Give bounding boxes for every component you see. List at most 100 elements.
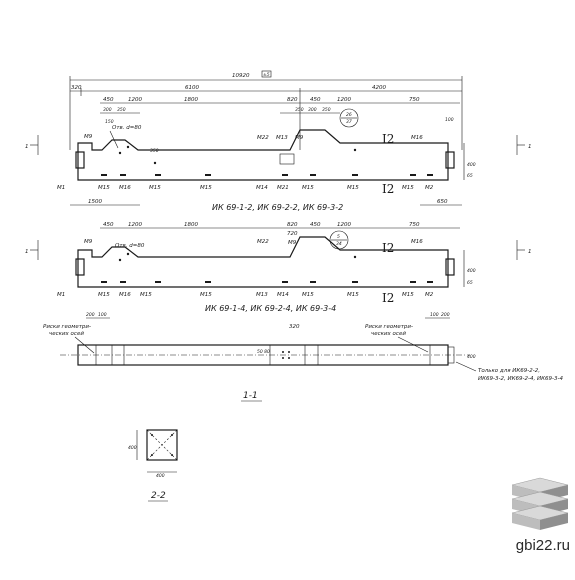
b2-mark-bot-5: M13 [256, 292, 268, 298]
plan-note-right-1: ческих осей [371, 331, 406, 337]
plan-view: 200 100 100 200 320 50 80 Риски геометри… [43, 312, 563, 402]
b1-height-lower: 65 [467, 173, 473, 179]
section-mark-right-2: 1 [528, 249, 532, 255]
plan-dim-left-0: 200 [86, 312, 95, 318]
section-2-2: 400 400 2-2 [128, 429, 178, 502]
b2-mark-bot-3: M15 [140, 292, 152, 298]
b2-dim-2: 1800 [184, 222, 198, 228]
b1-mark-bot-6: M21 [277, 185, 289, 191]
b1-mark-bot-9: M15 [402, 185, 414, 191]
b1-small-5: 100 [445, 117, 454, 123]
overall-total-tag: ±5 [263, 72, 270, 78]
b1-mark-top-1: M22 [257, 135, 269, 141]
b1-callout-top: 26 [346, 112, 352, 118]
b1-mark-bot-0: M1 [57, 185, 65, 191]
b1-dim-0: 450 [103, 97, 114, 103]
b1-small-0: 300 [103, 107, 112, 113]
overall-span-right: 4200 [372, 85, 386, 91]
site-logo-icon [511, 477, 569, 530]
b2-callout-top: 5 [337, 234, 340, 240]
b2-mark-bot-6: M14 [277, 292, 289, 298]
b1-dim-3: 820 [287, 97, 298, 103]
b2-dim-5: 450 [310, 222, 321, 228]
s22-height: 400 [128, 445, 137, 451]
b2-dim-1: 1200 [128, 222, 142, 228]
b1-mark-bot-4: M15 [200, 185, 212, 191]
b1-mark-bot-7: M15 [302, 185, 314, 191]
b1-dim-4: 450 [310, 97, 321, 103]
section-2-2-label: 2-2 [151, 491, 166, 501]
b1-mark-bot-3: M15 [149, 185, 161, 191]
b1-thickness: 150 [105, 119, 114, 125]
b1-small-1: 350 [117, 107, 126, 113]
b2-mark-bot-8: M15 [347, 292, 359, 298]
b1-mark-bot-5: M14 [256, 185, 268, 191]
plan-center-small: 50 80 [257, 349, 270, 355]
plan-dim-right-0: 100 [430, 312, 439, 318]
b1-i2-bottom: I2 [382, 182, 394, 196]
plan-center-dim: 320 [289, 324, 300, 330]
b2-mark-bot-2: M16 [119, 292, 131, 298]
b1-dim-1: 1200 [128, 97, 142, 103]
plan-height: 400 [467, 354, 476, 360]
plan-dim-right-1: 200 [441, 312, 450, 318]
plan-dim-left-1: 100 [98, 312, 107, 318]
b2-callout-bottom: 34 [336, 241, 342, 247]
plan-note-left-0: Риски геометри- [43, 324, 91, 330]
b2-mark-bot-7: M15 [302, 292, 314, 298]
b1-callout-bottom: 37 [346, 119, 352, 125]
b1-small-4: 350 [322, 107, 331, 113]
b1-mark-top-3: M9 [295, 135, 304, 141]
b1-dim-350: 350 [150, 148, 159, 154]
beam-1-elevation: 450 1200 1800 820 450 1200 750 300 350 3… [57, 97, 476, 212]
b2-dim-7: 750 [409, 222, 420, 228]
b2-mark-bot-4: M15 [200, 292, 212, 298]
b2-dim-4: 720 [287, 231, 298, 237]
b1-small-2: 350 [295, 107, 304, 113]
b1-i2-top: I2 [382, 132, 394, 146]
b1-bottom-left: 1500 [88, 199, 102, 205]
overall-left-offset: 320 [71, 85, 82, 91]
s22-width: 400 [156, 473, 165, 479]
b1-mark-bot-8: M15 [347, 185, 359, 191]
b2-opening-note: Отв. d=80 [115, 243, 145, 249]
b1-dim-2: 1800 [184, 97, 198, 103]
overall-total: 10920 [232, 73, 250, 79]
b2-mark-top-1: M22 [257, 239, 269, 245]
plan-only-note-0: Только для ИК69-2-2, [478, 368, 540, 374]
b1-caption: ИК 69-1-2, ИК 69-2-2, ИК 69-3-2 [212, 203, 343, 212]
b2-mark-bot-9: M15 [402, 292, 414, 298]
b1-mark-top-4: M16 [411, 135, 423, 141]
b2-mark-bot-1: M15 [98, 292, 110, 298]
beam-2-elevation: 450 1200 1800 820 720 450 1200 750 Отв. … [57, 222, 476, 313]
b2-i2-bottom: I2 [382, 291, 394, 305]
b2-height-right: 400 [467, 268, 476, 274]
plan-note-right-0: Риски геометри- [365, 324, 413, 330]
b2-dim-0: 450 [103, 222, 114, 228]
b2-mark-top-3: M16 [411, 239, 423, 245]
b1-bottom-right: 650 [437, 199, 448, 205]
section-mark-left-2: 1 [25, 249, 29, 255]
b2-caption: ИК 69-1-4, ИК 69-2-4, ИК 69-3-4 [205, 304, 336, 313]
b1-dim-6: 750 [409, 97, 420, 103]
b2-mark-bot-0: M1 [57, 292, 65, 298]
b2-mark-top-2: M9 [288, 240, 297, 246]
b1-height-right: 400 [467, 162, 476, 168]
plan-only-note-1: ИК69-3-2, ИК69-2-4, ИК69-3-4 [478, 376, 563, 382]
overall-span-main: 6100 [185, 85, 199, 91]
b2-height-lower: 65 [467, 280, 473, 286]
section-1-1-label: 1-1 [243, 391, 258, 401]
section-mark-left-1: 1 [25, 144, 29, 150]
b2-dim-6: 1200 [337, 222, 351, 228]
b1-opening-note: Отв. d=80 [112, 125, 142, 131]
b2-mark-bot-10: M2 [425, 292, 434, 298]
b2-mark-top-0: M9 [84, 239, 93, 245]
b1-mark-top-0: M9 [84, 134, 93, 140]
b1-mark-bot-10: M2 [425, 185, 434, 191]
overall-dimensions: 10920 ±5 320 6100 4200 [69, 70, 463, 150]
b1-small-3: 300 [308, 107, 317, 113]
b1-mark-top-2: M13 [276, 135, 288, 141]
b2-dim-3: 820 [287, 222, 298, 228]
